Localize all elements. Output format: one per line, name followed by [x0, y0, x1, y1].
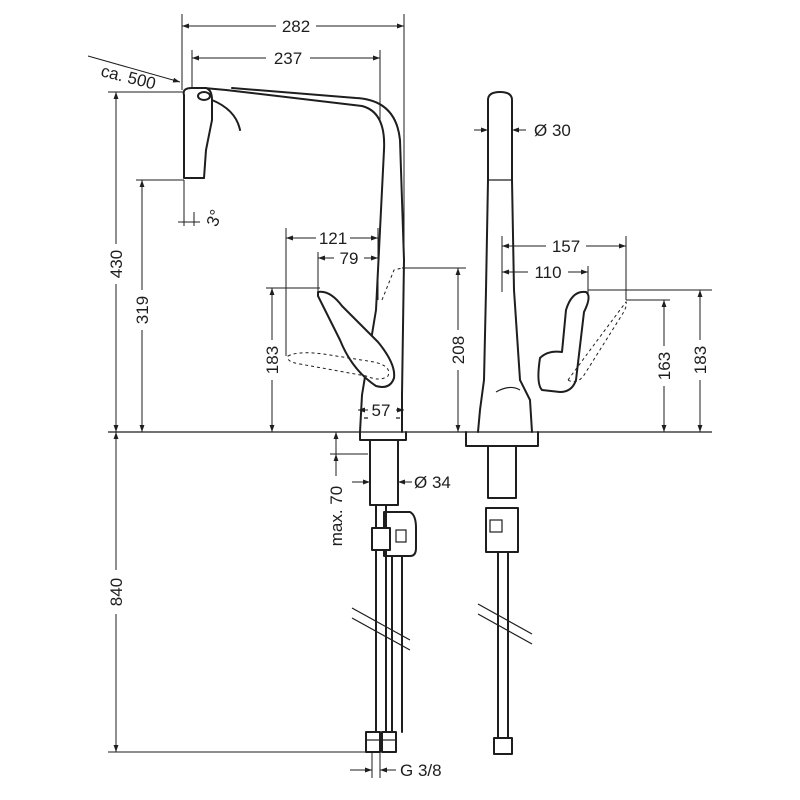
spray-head-cap	[197, 91, 211, 101]
side-break-mark-1	[477, 603, 533, 635]
label-bg-110	[528, 262, 568, 282]
label-110: 110	[534, 263, 561, 282]
label-bg-183-right	[688, 340, 712, 380]
label-max-70: max. 70	[327, 486, 346, 546]
hose-fitting-left	[365, 731, 381, 753]
lever-open-position	[287, 352, 390, 380]
label-bg-319	[130, 290, 154, 330]
nut-slot	[395, 529, 407, 543]
label-bg-282	[276, 14, 316, 36]
hose-clip	[371, 527, 391, 551]
label-183-right: 183	[691, 346, 710, 374]
label-bg-163	[652, 346, 676, 386]
side-body-contour	[495, 386, 521, 393]
side-base-plate	[465, 431, 539, 447]
break-mark-2	[351, 617, 411, 651]
side-shank	[487, 445, 517, 499]
label-237: 237	[274, 49, 302, 68]
faucet-back-outline	[231, 87, 405, 433]
label-157: 157	[552, 237, 580, 256]
hidden-line	[381, 267, 403, 301]
label-79: 79	[340, 249, 359, 268]
mounting-nut	[383, 511, 417, 557]
label-angle: 3°	[203, 207, 226, 229]
side-body-left-edge	[477, 99, 489, 433]
side-body-right-edge	[487, 91, 533, 433]
hose-fitting-right	[381, 731, 397, 753]
label-hose-extension: ca. 500	[99, 61, 158, 93]
faucet-left-view	[108, 87, 712, 753]
label-208: 208	[449, 336, 468, 364]
label-bg-183-left	[260, 340, 284, 380]
side-hose-fitting	[493, 737, 513, 755]
side-lever-open-position	[567, 301, 627, 383]
side-nut-slot	[489, 519, 503, 533]
dimension-lines	[87, 14, 712, 778]
label-121: 121	[319, 229, 347, 248]
dim-line-hose-extension	[87, 55, 181, 83]
label-282: 282	[282, 17, 310, 36]
label-bg-430	[104, 244, 128, 284]
label-bg-121	[316, 228, 350, 248]
label-diameter-34: Ø 34	[414, 473, 451, 492]
faucet-right-view	[465, 91, 627, 755]
label-bg-840	[104, 570, 128, 614]
lever-handle	[317, 290, 396, 388]
label-430: 430	[107, 250, 126, 278]
label-bg-57	[368, 400, 396, 420]
label-bg-157	[546, 236, 586, 256]
side-break-mark-2	[477, 613, 533, 645]
label-163: 163	[655, 352, 674, 380]
label-183-left: 183	[263, 346, 282, 374]
label-840: 840	[107, 578, 126, 606]
break-mark-1	[351, 607, 411, 641]
spray-head-collar	[211, 99, 241, 131]
base-plate	[359, 431, 407, 441]
label-319: 319	[133, 296, 152, 324]
label-bg-237	[266, 46, 310, 68]
mounting-shank	[369, 439, 399, 506]
label-diameter-30: Ø 30	[534, 121, 571, 140]
faucet-body-outline	[195, 87, 386, 433]
spray-head	[182, 87, 213, 179]
label-57: 57	[372, 401, 391, 420]
side-lever	[537, 290, 590, 393]
label-thread: G 3/8	[400, 761, 442, 780]
label-bg-79	[334, 248, 364, 268]
label-bg-208	[446, 330, 470, 370]
